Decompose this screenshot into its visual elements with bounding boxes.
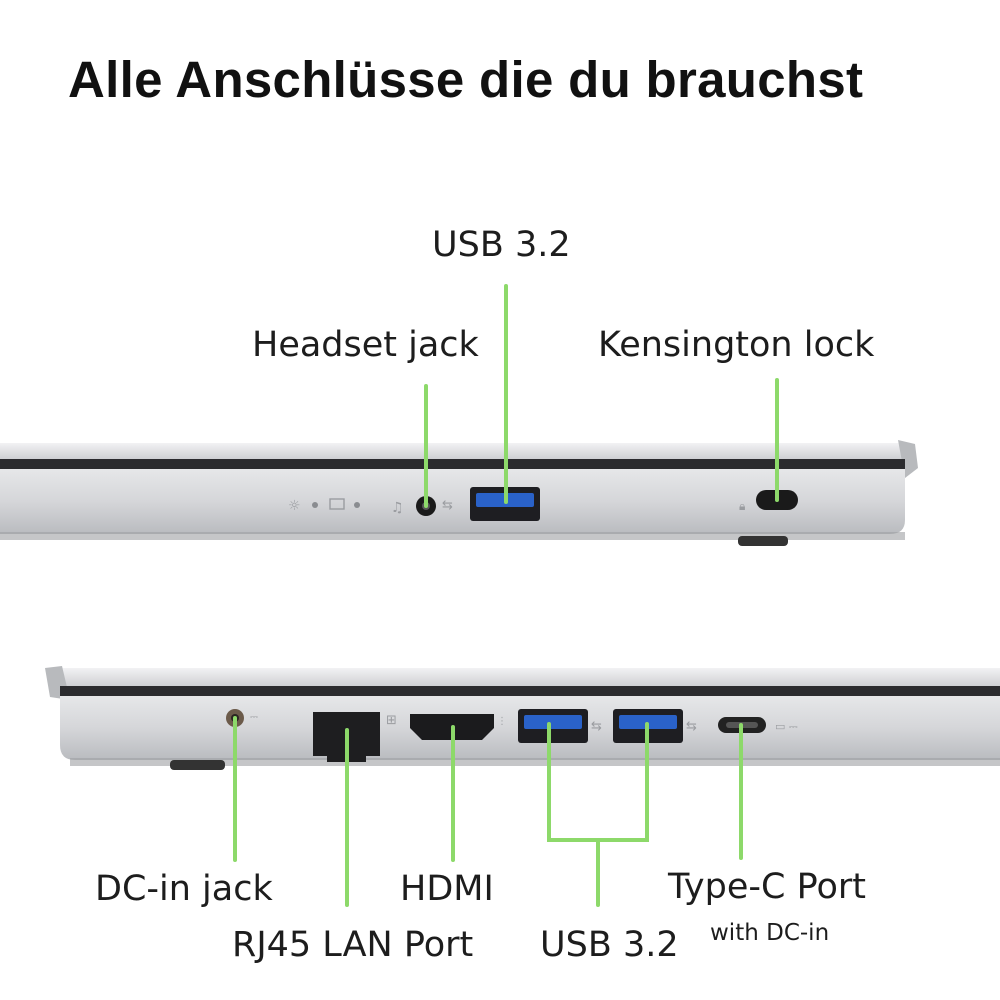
screen-bezel-gap	[60, 686, 1000, 696]
label-type-c-subtitle: with DC-in	[710, 920, 830, 946]
battery-led-icon	[329, 498, 345, 510]
label-usb-3-2-top: USB 3.2	[432, 225, 571, 265]
label-rj45-lan-port: RJ45 LAN Port	[232, 925, 474, 965]
type-c-symbol-icon: ▭ ⎓	[775, 720, 798, 733]
rubber-foot	[170, 760, 225, 770]
usb-symbol-icon: ⇆	[442, 498, 453, 513]
svg-text:⎓: ⎓	[250, 712, 258, 723]
lid-edge	[60, 668, 1000, 686]
usb-symbol-icon: ⇆	[686, 719, 697, 734]
svg-text:⋮: ⋮	[497, 716, 507, 727]
page-title: Alle Anschlüsse die du brauchst	[68, 51, 864, 108]
label-dc-in-jack: DC-in jack	[95, 869, 273, 909]
status-leds: ☼ ♫ ⇆ 🔒︎	[288, 498, 745, 516]
label-headset-jack: Headset jack	[252, 325, 479, 365]
led-dot	[312, 502, 318, 508]
lan-symbol-icon: ⊞	[386, 713, 397, 728]
chassis-bottom-edge	[70, 758, 1000, 766]
laptop-side-top: ☼ ♫ ⇆ 🔒︎	[0, 440, 918, 546]
power-led-icon: ☼	[288, 498, 301, 514]
label-usb-3-2-bottom: USB 3.2	[540, 925, 679, 965]
led-dot	[354, 502, 360, 508]
rubber-foot	[738, 536, 788, 546]
lock-symbol-icon: 🔒︎	[739, 499, 745, 513]
callout-lines	[233, 284, 779, 907]
label-hdmi: HDMI	[400, 869, 494, 909]
laptop-side-bottom: ⎓ ⊞ ⋮ ⇆ ⇆ ▭ ⎓	[45, 666, 1000, 770]
chassis-body	[0, 469, 905, 534]
screen-bezel-gap	[0, 459, 905, 469]
hinge	[898, 440, 918, 478]
usb-symbol-icon: ⇆	[591, 719, 602, 734]
chassis-bottom-edge	[0, 532, 905, 540]
headset-icon: ♫	[391, 500, 404, 516]
lid-edge	[0, 443, 905, 459]
label-type-c-port: Type-C Port	[668, 867, 866, 907]
label-kensington-lock: Kensington lock	[598, 325, 875, 365]
